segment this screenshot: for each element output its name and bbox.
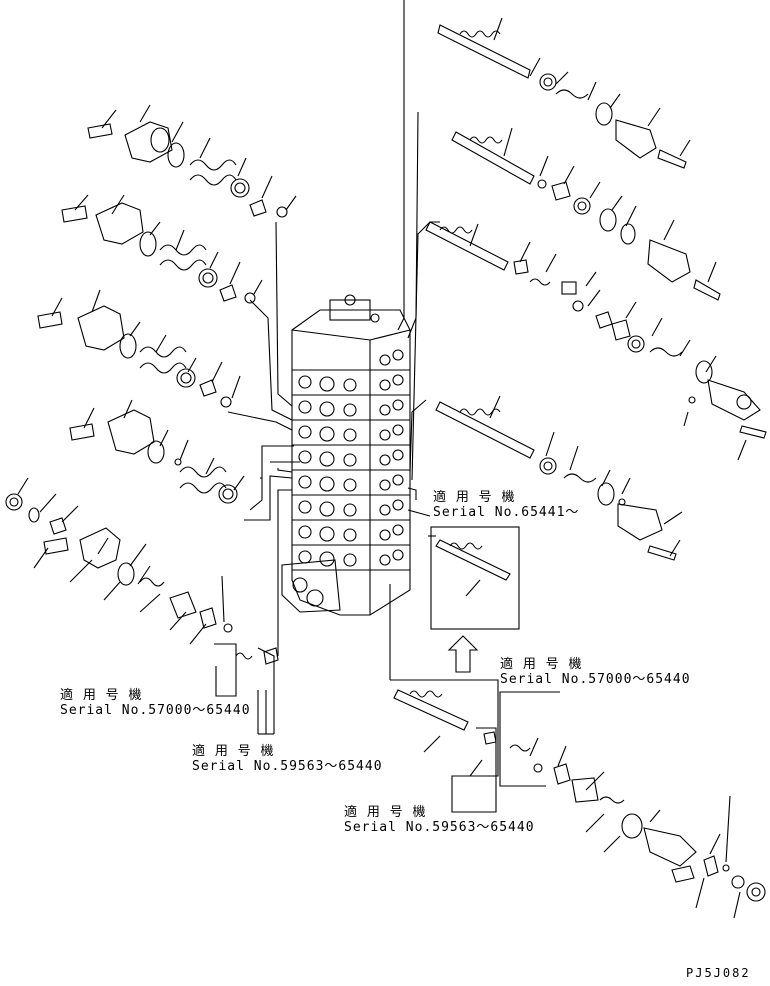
control-valve-body	[281, 294, 411, 616]
left-cap-assembly-4	[69, 399, 245, 504]
serial-number-text: Serial No.57000～65440	[500, 672, 691, 687]
right-spool-assembly-3	[425, 221, 767, 461]
leader-lines	[214, 0, 560, 813]
detail-box-serial-65441	[430, 526, 520, 630]
applicable-model-text: 適 用 号 機	[344, 805, 427, 820]
serial-number-text: Serial No.59563～65440	[192, 759, 383, 774]
left-cap-assembly-3	[37, 289, 241, 408]
applicable-model-text: 適 用 号 機	[433, 490, 516, 505]
label-serial-57000-left: 適 用 号 機 Serial No.57000～65440	[60, 688, 251, 718]
serial-number-text: Serial No.57000～65440	[60, 703, 251, 718]
detail-box-serial-59563-left	[393, 689, 497, 777]
left-lower-assembly	[5, 477, 233, 645]
transition-arrow	[447, 635, 479, 673]
applicable-model-text: 適 用 号 機	[60, 688, 143, 703]
left-cap-assembly-1	[87, 104, 297, 218]
label-serial-65441: 適 用 号 機 Serial No.65441～	[433, 490, 579, 520]
applicable-model-text: 適 用 号 機	[192, 744, 275, 759]
right-spool-assembly-1	[437, 17, 691, 169]
label-serial-59563-left: 適 用 号 機 Serial No.59563～65440	[192, 744, 383, 774]
left-cap-assembly-2	[61, 194, 263, 304]
serial-number-text: Serial No.59563～65440	[344, 820, 535, 835]
label-serial-59563-center: 適 用 号 機 Serial No.59563～65440	[344, 805, 535, 835]
right-spool-assembly-4	[435, 395, 683, 561]
detail-small-parts	[235, 647, 279, 665]
label-serial-57000-right: 適 用 号 機 Serial No.57000～65440	[500, 657, 691, 687]
right-lower-assembly	[509, 737, 766, 919]
drawing-code: PJ5J082	[686, 966, 751, 980]
right-spool-assembly-2	[451, 127, 721, 301]
applicable-model-text: 適 用 号 機	[500, 657, 583, 672]
serial-number-text: Serial No.65441～	[433, 505, 580, 520]
